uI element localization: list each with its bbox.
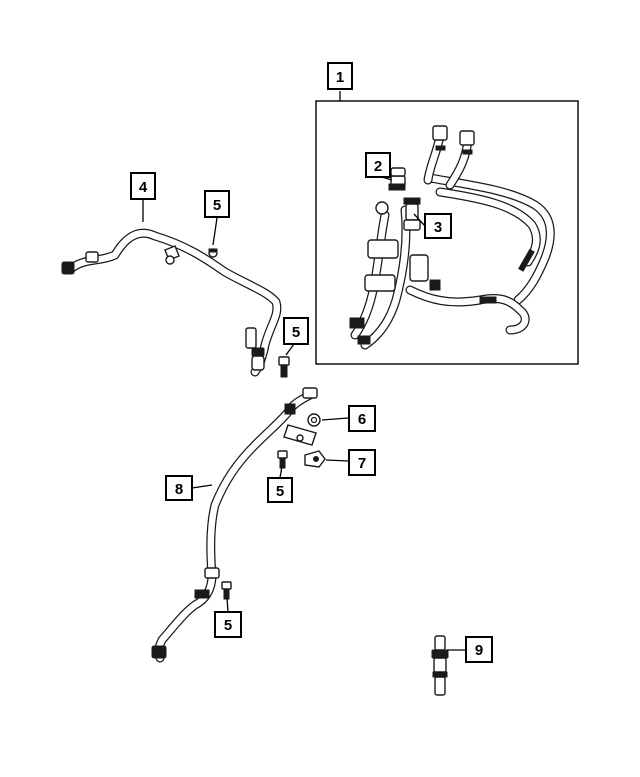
callout-label: 7 bbox=[358, 455, 366, 472]
callout-9: 9 bbox=[465, 636, 493, 663]
callout-5-bottom: 5 bbox=[214, 611, 242, 638]
callout-6: 6 bbox=[348, 405, 376, 432]
callout-7: 7 bbox=[348, 449, 376, 476]
fastener-part-5-top bbox=[208, 248, 218, 258]
nut-part-6 bbox=[307, 413, 321, 427]
callout-label: 8 bbox=[175, 481, 183, 498]
callout-label: 5 bbox=[224, 617, 232, 634]
fastener-part-5-bottom bbox=[221, 581, 232, 600]
connector-part-3 bbox=[403, 197, 421, 231]
callout-8: 8 bbox=[165, 475, 193, 501]
callout-2: 2 bbox=[365, 152, 391, 178]
callout-label: 6 bbox=[358, 411, 366, 428]
callout-label: 5 bbox=[292, 324, 300, 341]
fastener-part-5-low bbox=[277, 450, 288, 469]
callout-3: 3 bbox=[424, 213, 452, 239]
callout-label: 5 bbox=[276, 483, 284, 500]
leader-lines bbox=[142, 91, 466, 651]
callout-label: 3 bbox=[434, 219, 442, 236]
callout-5-mid: 5 bbox=[283, 317, 309, 345]
connector-part-2 bbox=[388, 167, 406, 191]
hose-assembly-part-1 bbox=[349, 125, 555, 350]
callout-label: 9 bbox=[475, 642, 483, 659]
callout-label: 5 bbox=[213, 197, 221, 214]
callout-4: 4 bbox=[130, 172, 156, 200]
callout-1: 1 bbox=[327, 62, 353, 90]
hose-part-8 bbox=[151, 387, 318, 663]
fastener-part-5-mid bbox=[278, 356, 290, 378]
callout-label: 4 bbox=[139, 179, 148, 196]
hose-part-4 bbox=[61, 228, 282, 377]
callout-label: 2 bbox=[374, 158, 382, 175]
fitting-part-9 bbox=[431, 635, 449, 696]
callout-5-top: 5 bbox=[204, 190, 230, 218]
callout-label: 1 bbox=[336, 69, 344, 86]
bracket-part-7 bbox=[304, 450, 326, 468]
callout-5-low: 5 bbox=[267, 477, 293, 503]
assembly-frame bbox=[315, 100, 579, 365]
